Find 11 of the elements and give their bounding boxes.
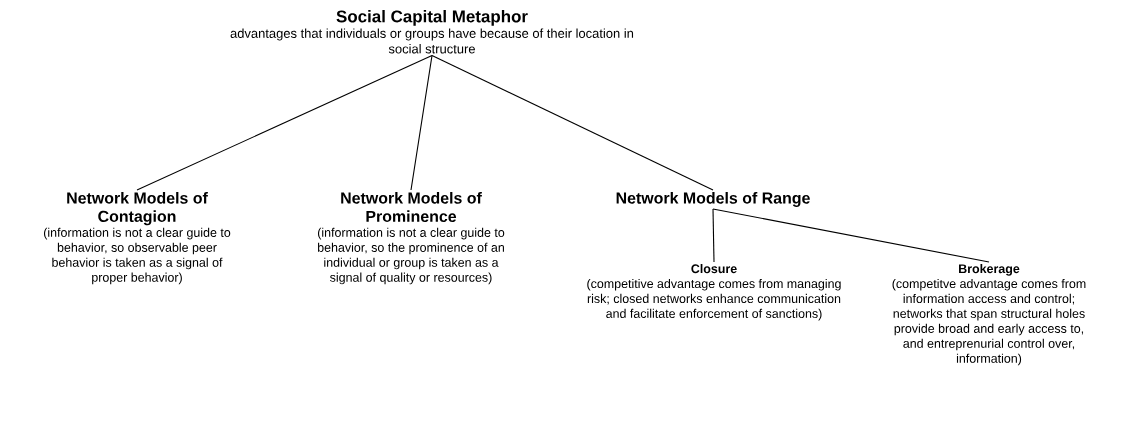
tree-line <box>431 54 714 191</box>
tree-line <box>712 208 990 263</box>
tree-line <box>410 54 433 191</box>
node-text: Closure (competitive advantage comes from managing risk; closed networks enhance communication and facilitate enforcement of sanctions) <box>587 264 841 321</box>
node-text: Network Models of Range <box>616 192 810 207</box>
node-text: Brokerage (competitve advantage comes from information access and control; networks that span structural holes provide broad and early access to, and entreprenurial control over, information) <box>892 264 1086 366</box>
node-text: Network Models of Prominence (information is not a clear guide to behavior, so the prominence of an individual or group is taken as a signal of quality or resources) <box>318 192 505 285</box>
node-text: Social Capital Metaphor advantages that individuals or groups have because of their location in social structure <box>230 10 634 54</box>
tree-line <box>712 208 715 263</box>
node-text: Network Models of Contagion (information is not a clear guide to behavior, so observable peer behavior is taken as a signal of proper behavior) <box>44 192 231 285</box>
tree-line <box>136 54 433 191</box>
